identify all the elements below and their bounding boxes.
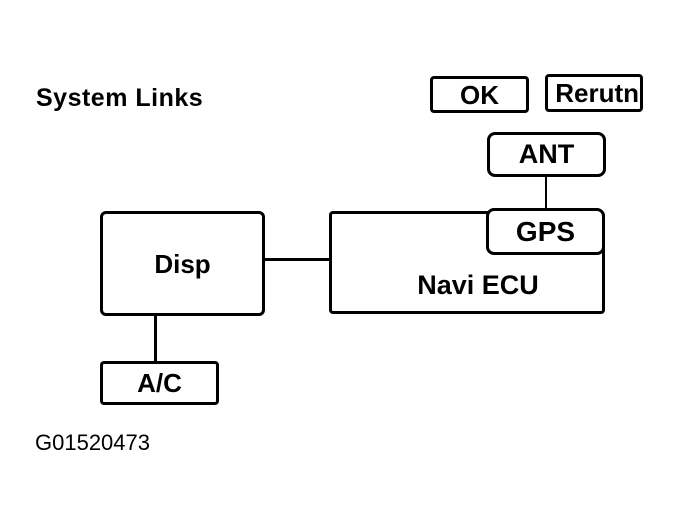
connector-disp-ac (154, 314, 157, 363)
return-button[interactable]: Rerutn (545, 74, 643, 112)
figure-caption: G01520473 (35, 430, 150, 455)
node-ant: ANT (487, 132, 606, 177)
node-navi-ecu-label: Navi ECU (417, 270, 539, 300)
page-title: System Links (36, 84, 204, 112)
ok-button[interactable]: OK (430, 76, 529, 113)
connector-disp-navi (263, 258, 331, 261)
node-gps: GPS (486, 208, 605, 255)
node-ac: A/C (100, 361, 219, 405)
node-disp: Disp (100, 211, 265, 316)
connector-ant-gps (545, 175, 547, 211)
